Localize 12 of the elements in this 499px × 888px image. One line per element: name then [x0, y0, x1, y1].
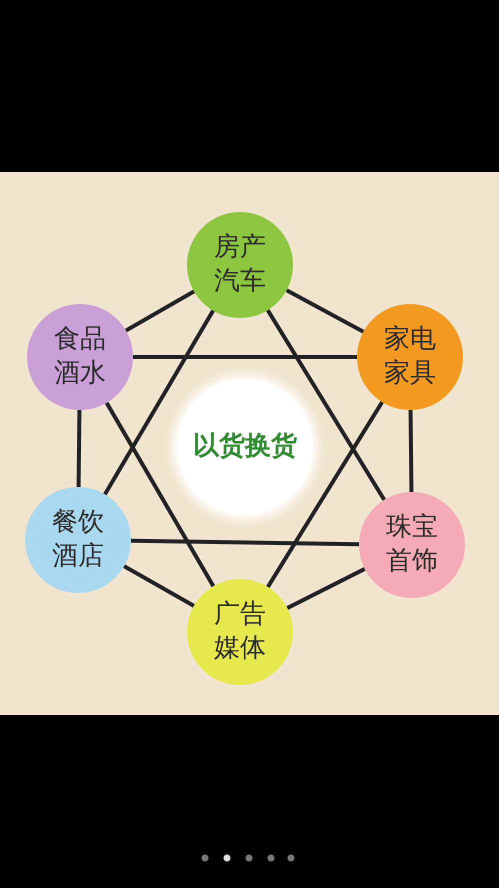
connector-line [266, 401, 384, 588]
connector-line [133, 355, 357, 359]
connector-line [286, 567, 366, 610]
connector-line [76, 410, 82, 488]
connector-line [408, 410, 414, 492]
connector-line [124, 290, 196, 332]
connector-line [104, 402, 216, 588]
connector-line [130, 538, 360, 546]
connector-line [266, 309, 386, 501]
connector-line [103, 310, 215, 496]
connector-line [286, 288, 364, 334]
connector-line [123, 564, 195, 608]
